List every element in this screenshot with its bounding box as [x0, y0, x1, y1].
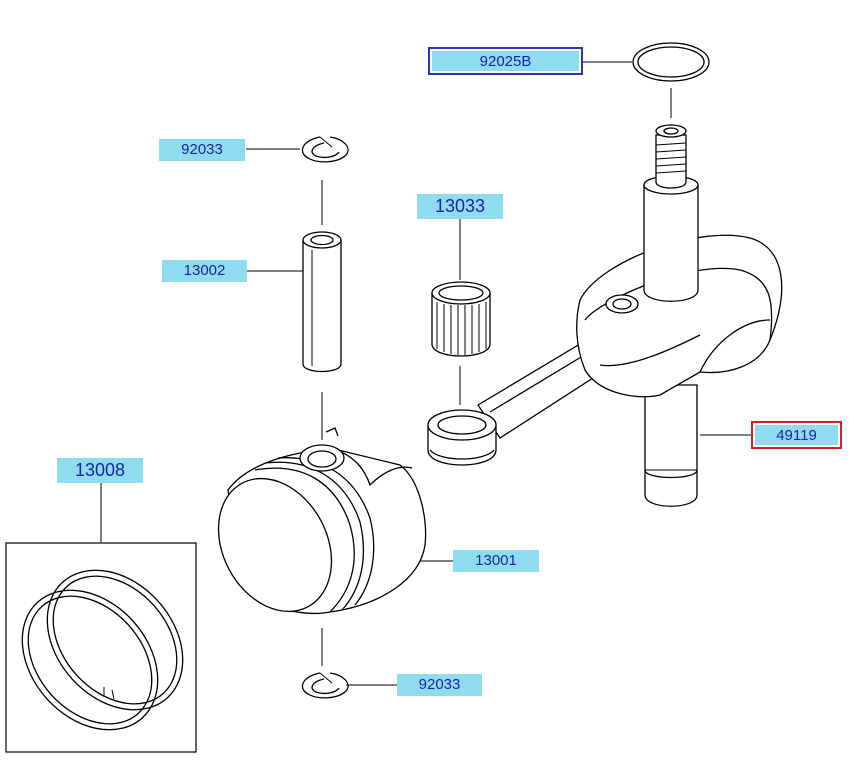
label-13033[interactable]: 13033 [417, 194, 503, 219]
washer-part [632, 42, 710, 82]
leader-lines [100, 61, 752, 686]
piston-rings-part [5, 542, 197, 753]
piston-pin-part [302, 231, 342, 373]
clip-bottom-part [301, 672, 349, 699]
piston-part [217, 427, 427, 615]
label-92025b[interactable]: 92025B [428, 47, 583, 75]
label-13002[interactable]: 13002 [162, 260, 247, 282]
label-13001[interactable]: 13001 [453, 550, 539, 572]
needle-bearing-part [431, 281, 491, 357]
label-13008[interactable]: 13008 [57, 458, 143, 483]
crankshaft-part [427, 124, 783, 507]
clip-top-part [301, 136, 349, 163]
label-92033-top[interactable]: 92033 [159, 139, 245, 161]
label-49119[interactable]: 49119 [751, 421, 842, 449]
label-92033-bottom[interactable]: 92033 [397, 674, 482, 696]
